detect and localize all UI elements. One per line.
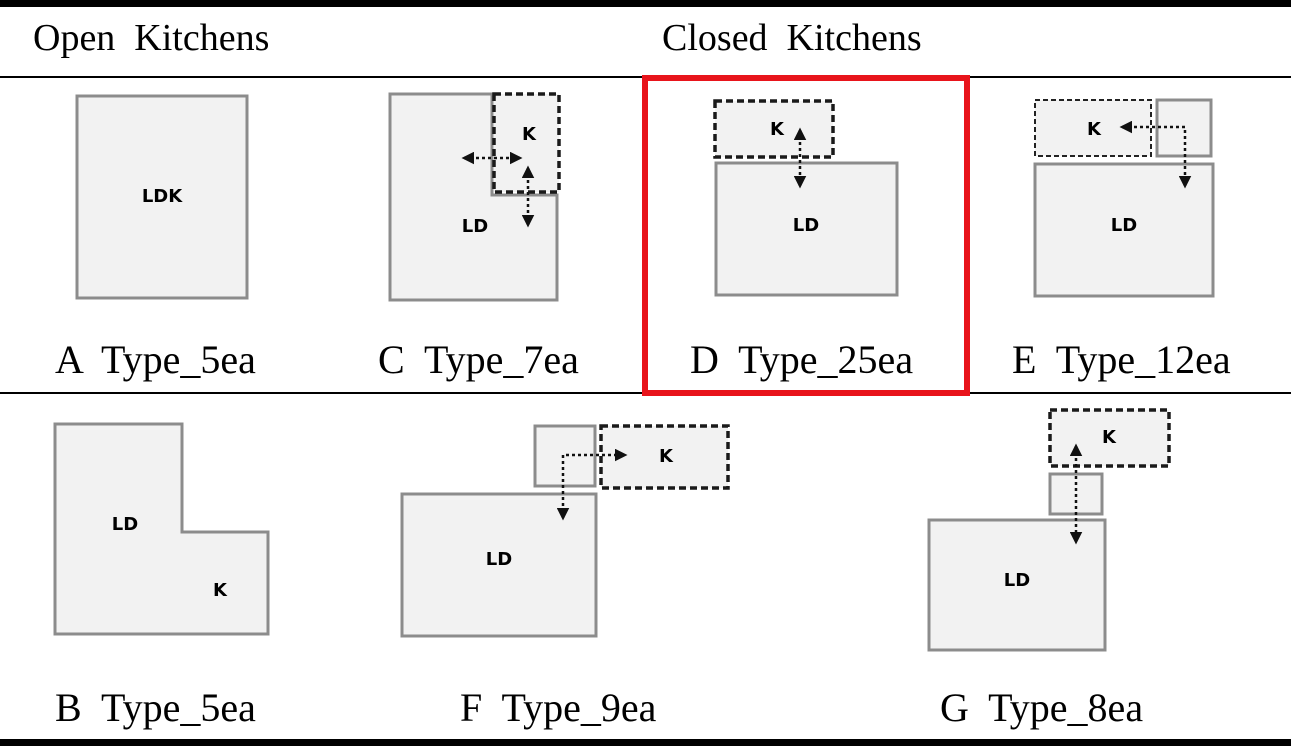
double-arrow-icon [1119,120,1192,189]
ld-label: LD [112,514,138,535]
caption-type-g: G Type_8ea [940,685,1144,730]
plan-type-a: LDK [75,94,249,300]
ld-label: LD [462,216,488,237]
double-arrow-icon [556,448,628,521]
ld-label: LD [1004,570,1030,591]
plan-type-e: K LD [1033,98,1215,298]
k-label: K [659,446,674,467]
highlight-box [642,75,970,396]
plan-type-d: K LD [642,75,970,396]
caption-type-b: B Type_5ea [55,685,256,730]
plan-type-g: K LD [927,408,1171,652]
caption-type-f: F Type_9ea [460,685,657,730]
closed-kitchens-header: Closed Kitchens [662,17,922,59]
caption-type-d: D Type_25ea [690,337,914,382]
plan-type-c: K LD [388,92,561,302]
ldk-room [75,94,249,300]
k-label: K [770,119,785,140]
caption-type-a: A Type_5ea [55,337,256,382]
plan-type-f: K LD [400,424,730,638]
open-kitchens-header: Open Kitchens [33,17,270,59]
ld-label: LD [793,215,819,236]
ld-room [388,92,559,302]
caption-type-c: C Type_7ea [378,337,579,382]
plan-type-b: LD K [53,422,270,636]
k-label: K [213,580,228,601]
k-label: K [522,124,537,145]
k-label: K [1102,427,1117,448]
k-label: K [1087,119,1102,140]
ld-label: LD [1111,215,1137,236]
ldk-label: LDK [142,186,183,207]
caption-type-e: E Type_12ea [1012,337,1231,382]
ld-room [714,161,899,297]
k-room [713,99,835,159]
ld-k-room [53,422,270,636]
ld-label: LD [486,549,512,570]
bottom-rule [0,739,1291,746]
top-rule [0,0,1291,7]
